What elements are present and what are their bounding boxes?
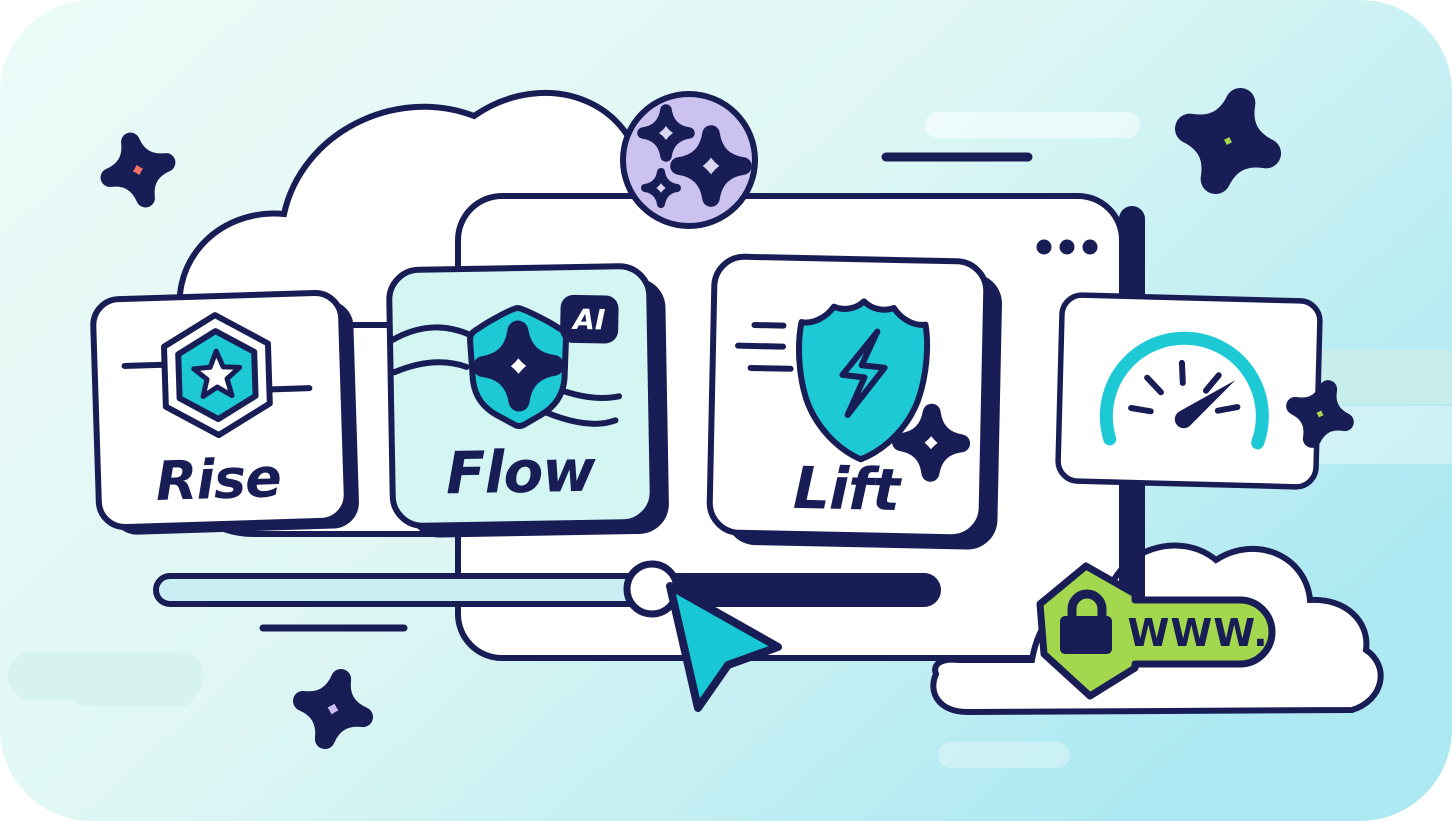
lift-card-label: Lift <box>792 454 902 524</box>
ai-badge: AI <box>560 294 619 344</box>
flow-card[interactable]: AI Flow <box>386 263 670 538</box>
sparkle-circle-icon <box>620 91 758 229</box>
gauge-needle <box>1174 380 1236 429</box>
hexagon-star-badge-icon <box>121 312 313 439</box>
flow-card-label: Flow <box>445 437 597 508</box>
ai-badge-label: AI <box>571 303 606 337</box>
rise-card[interactable]: Rise <box>90 289 359 536</box>
speedometer-card[interactable] <box>1055 292 1323 490</box>
lift-card[interactable]: Lift <box>706 253 1003 550</box>
speedometer-gauge-icon <box>1099 331 1269 450</box>
padlock-icon <box>1060 589 1112 654</box>
cursor-icon <box>666 582 782 712</box>
slider-fill <box>648 574 938 606</box>
shield-sparkle-icon <box>389 305 623 430</box>
url-badge-label: WWW. <box>1127 611 1268 655</box>
url-badge[interactable]: WWW. <box>1036 562 1276 700</box>
progress-slider[interactable] <box>153 560 941 618</box>
shield-lightning-icon <box>735 298 964 474</box>
window-menu-dots-icon[interactable] <box>1036 239 1098 255</box>
rise-card-label: Rise <box>155 446 282 513</box>
